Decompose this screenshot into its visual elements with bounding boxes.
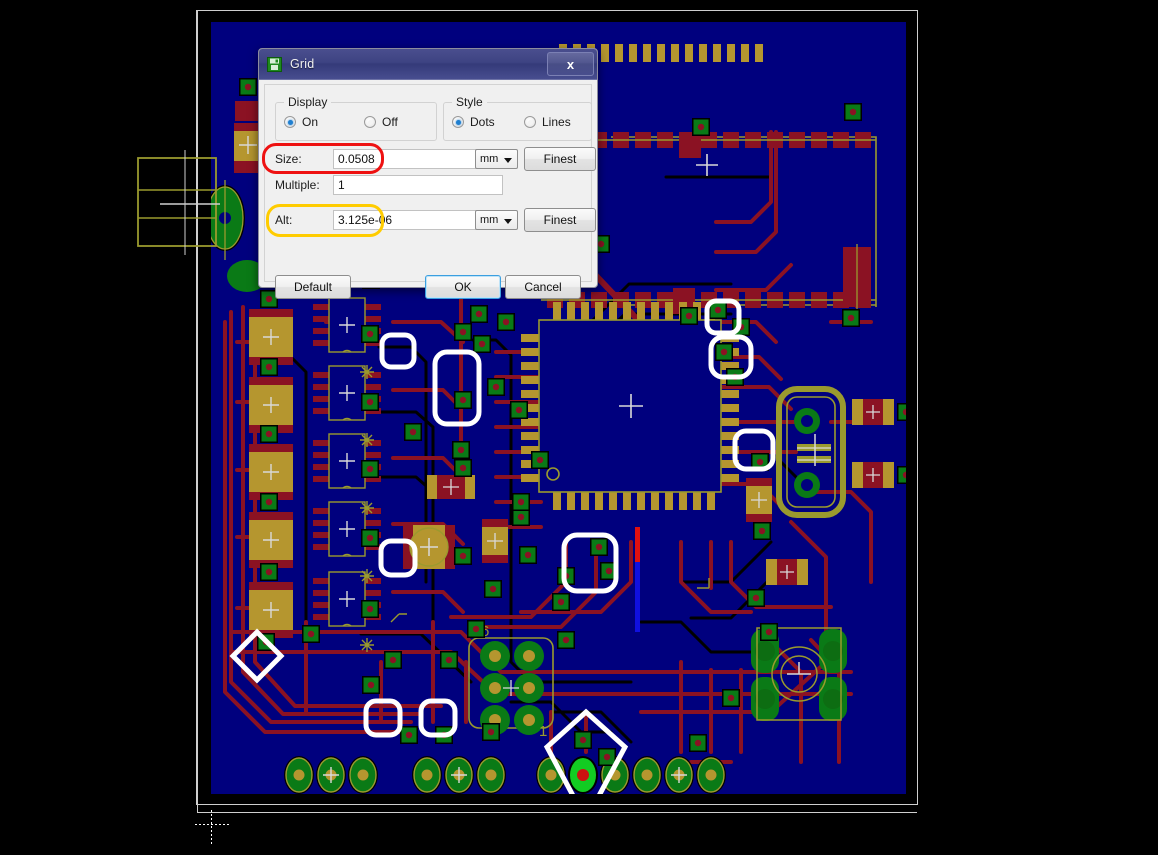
radio-display-off[interactable]: Off (364, 115, 398, 129)
close-icon[interactable]: x (547, 52, 594, 76)
multiple-label: Multiple: (275, 178, 320, 192)
default-button[interactable]: Default (275, 275, 351, 299)
radio-display-on-label: On (302, 115, 319, 129)
multiple-row: Multiple: (275, 174, 590, 196)
radio-on-indicator (284, 116, 296, 128)
alt-unit-value: mm (480, 214, 499, 226)
grid-app-icon (267, 56, 282, 72)
style-group: Style Dots Lines (443, 95, 592, 141)
size-label: Size: (275, 152, 302, 166)
radio-style-dots-label: Dots (470, 115, 495, 129)
radio-display-on[interactable]: On (284, 115, 364, 129)
svg-text:1: 1 (539, 723, 547, 740)
alt-input[interactable] (333, 210, 503, 230)
alt-unit-select[interactable]: mm (475, 210, 518, 230)
alt-label: Alt: (275, 213, 293, 227)
grid-dialog[interactable]: Grid x Display On Off Sty (258, 48, 598, 299)
ruler-guide-vertical (197, 11, 198, 812)
style-group-legend: Style (456, 95, 483, 109)
dialog-title: Grid (290, 57, 315, 71)
radio-style-lines-label: Lines (542, 115, 571, 129)
alt-finest-button[interactable]: Finest (524, 208, 596, 232)
alt-row: Alt: mm Finest (275, 208, 596, 232)
chevron-down-icon (504, 219, 512, 224)
size-finest-button[interactable]: Finest (524, 147, 596, 171)
multiple-input[interactable] (333, 175, 503, 195)
radio-lines-indicator (524, 116, 536, 128)
svg-text:6: 6 (481, 623, 489, 640)
size-row: Size: mm Finest (275, 147, 596, 171)
offboard-outline (137, 150, 220, 255)
radio-off-indicator (364, 116, 376, 128)
cancel-button[interactable]: Cancel (505, 275, 581, 299)
chevron-down-icon (504, 158, 512, 163)
display-group-legend: Display (288, 95, 328, 109)
size-input[interactable] (333, 149, 503, 169)
origin-crosshair (195, 810, 235, 850)
radio-display-off-label: Off (382, 115, 398, 129)
size-unit-value: mm (480, 153, 499, 165)
dialog-title-bar[interactable]: Grid x (259, 49, 597, 80)
radio-style-dots[interactable]: Dots (452, 115, 524, 129)
ok-button[interactable]: OK (425, 275, 501, 299)
pcb-artwork: 6 1 (211, 44, 906, 794)
radio-dots-indicator (452, 116, 464, 128)
ruler-guide-horizontal (197, 812, 917, 813)
dialog-body: Display On Off Style (264, 84, 596, 299)
size-unit-select[interactable]: mm (475, 149, 518, 169)
radio-style-lines[interactable]: Lines (524, 115, 571, 129)
display-group: Display On Off (275, 95, 437, 141)
